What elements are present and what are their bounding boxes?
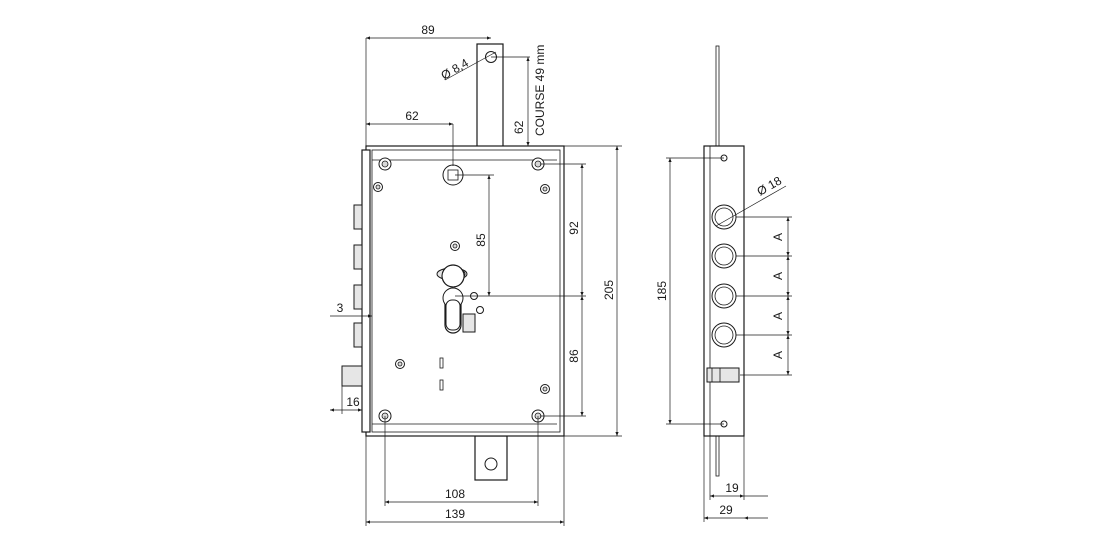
dim-3: 3 (337, 301, 344, 315)
dim-86: 86 (567, 349, 581, 363)
dim-a-spacing: A (771, 272, 785, 280)
dim-29: 29 (719, 503, 733, 517)
bolt (353, 204, 363, 230)
dim-205: 205 (602, 280, 616, 300)
cylinder-cam (462, 313, 476, 333)
side-latch (706, 367, 740, 383)
dim-89: 89 (421, 23, 435, 37)
bottom-mount-hole (484, 457, 498, 471)
slot (439, 379, 444, 391)
dim-19: 19 (725, 481, 739, 495)
dim-62-horizontal: 62 (405, 109, 419, 123)
front-view: 89 Ø 8,4 COURSE 49 mm 62 62 85 92 86 205 (330, 23, 622, 526)
bolt-circle (711, 322, 737, 348)
dim-108: 108 (445, 487, 465, 501)
lock-case (365, 145, 565, 437)
top-rod (715, 45, 720, 147)
lock-case-inner (371, 149, 561, 433)
bolt-circle (711, 243, 737, 269)
dim-a-spacing: A (771, 312, 785, 320)
bolt (353, 284, 363, 310)
dim-85: 85 (474, 233, 488, 247)
dim-139: 139 (445, 507, 465, 521)
dim-bolt-diameter: Ø 18 (755, 173, 785, 198)
dim-16: 16 (346, 395, 360, 409)
dim-92: 92 (567, 221, 581, 235)
dim-a-spacing: A (771, 351, 785, 359)
dim-hole-diameter: Ø 8,4 (439, 56, 472, 83)
latch-bolt (341, 365, 363, 387)
bolt (353, 322, 363, 348)
bolt (353, 244, 363, 270)
dim-62-vertical: 62 (512, 120, 526, 134)
bottom-rod (715, 435, 720, 477)
bolt-circle (711, 283, 737, 309)
course-label: COURSE 49 mm (533, 45, 547, 136)
dim-185: 185 (655, 281, 669, 301)
dim-a-spacing: A (771, 233, 785, 241)
faceplate-edge (361, 149, 371, 433)
side-view: Ø 18 A A A A 185 19 29 (655, 45, 792, 522)
slot (439, 357, 444, 369)
